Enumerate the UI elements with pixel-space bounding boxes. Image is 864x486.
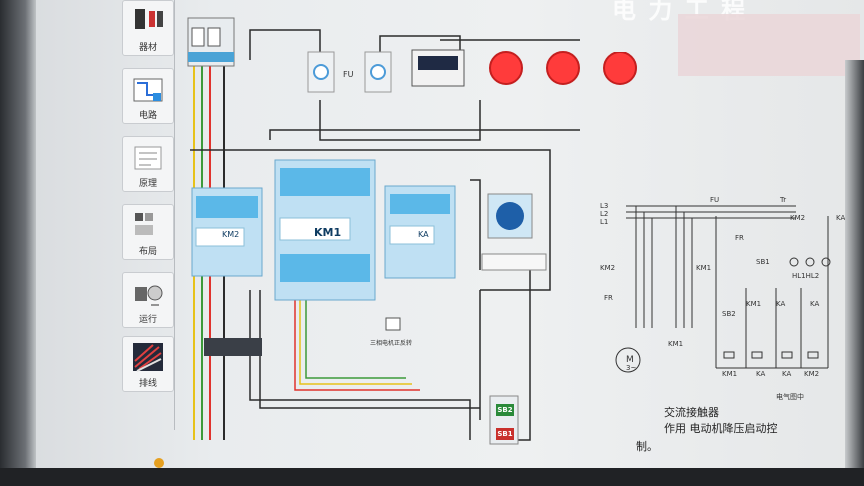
schem-label: KM1 [668, 340, 684, 348]
wiring-canvas [187, 17, 580, 445]
schem-label: KA [810, 300, 820, 308]
sidebar-item-principle[interactable]: 原理 [122, 136, 174, 192]
schem-label: L1 [600, 218, 609, 226]
layout-icon [135, 213, 153, 235]
schem-label: KM2 [804, 370, 820, 378]
schem-label: FU [710, 196, 720, 204]
components-icon [135, 9, 163, 29]
run-icon [135, 285, 163, 306]
sidebar-item-label: 器材 [138, 43, 157, 53]
sidebar-item-circuit[interactable]: 电路 [122, 68, 174, 124]
sidebar-item-label: 排线 [138, 379, 157, 389]
sidebar-item-label: 电路 [138, 111, 157, 121]
schem-label: L2 [600, 210, 609, 218]
schem-label: KA [836, 214, 846, 222]
sidebar-item-run[interactable]: 运行 [122, 272, 174, 328]
tool-sidebar: 器材 电路 原理 布局 运行 [118, 0, 175, 430]
fuse-label: FU [343, 70, 354, 79]
schem-label: FR [735, 234, 744, 242]
schem-label: KM1 [746, 300, 762, 308]
caption-extra: 制。 [636, 440, 658, 453]
status-dot [154, 458, 164, 468]
panel-note: 三相电机正反转 [370, 340, 413, 347]
sb2-button[interactable]: SB2 [496, 404, 514, 416]
schem-label: KM1 [722, 370, 738, 378]
indicator-lamp [603, 52, 637, 85]
relay-ka-label: KA [418, 230, 429, 239]
schem-label: KM1 [696, 264, 712, 272]
contactor-km1-label: KM1 [314, 226, 342, 239]
wiring-icon [133, 343, 163, 372]
caption-use: 作用 电动机降压启动控 [664, 422, 778, 435]
sidebar-item-wiring[interactable]: 排线 [122, 336, 174, 392]
schem-label: SB1 [756, 258, 770, 266]
monitor-bezel-bottom [0, 468, 864, 486]
schem-label: KA [782, 370, 792, 378]
principle-icon [134, 146, 162, 170]
overlay-box [678, 14, 860, 76]
schem-label: KM2 [600, 264, 616, 272]
schem-label: HL1HL2 [792, 272, 820, 280]
schem-label: Tr [780, 196, 787, 204]
monitor-bezel-right [845, 60, 864, 486]
contactor-km2-label: KM2 [222, 230, 240, 239]
control-schematic [615, 205, 831, 373]
motor-label: M [626, 355, 634, 365]
sidebar-item-label: 布局 [138, 247, 157, 257]
circuit-icon [133, 78, 163, 102]
caption-title: 交流接触器 [664, 406, 719, 419]
sidebar-item-components[interactable]: 器材 [122, 0, 174, 56]
sidebar-item-label: 原理 [138, 179, 157, 189]
sb1-button[interactable]: SB1 [496, 428, 514, 440]
schem-label: KA [776, 300, 786, 308]
schem-label: KM2 [790, 214, 806, 222]
monitor-bezel-left [0, 0, 36, 486]
sidebar-item-label: 运行 [138, 315, 157, 325]
schem-label: KA [756, 370, 766, 378]
sidebar-item-layout[interactable]: 布局 [122, 204, 174, 260]
diagram-caption: 电气图中 [776, 393, 804, 401]
schem-label: SB2 [722, 310, 736, 318]
motor-phase-label: 3~ [626, 364, 637, 372]
schem-label: L3 [600, 202, 609, 210]
schem-label: FR [604, 294, 613, 302]
